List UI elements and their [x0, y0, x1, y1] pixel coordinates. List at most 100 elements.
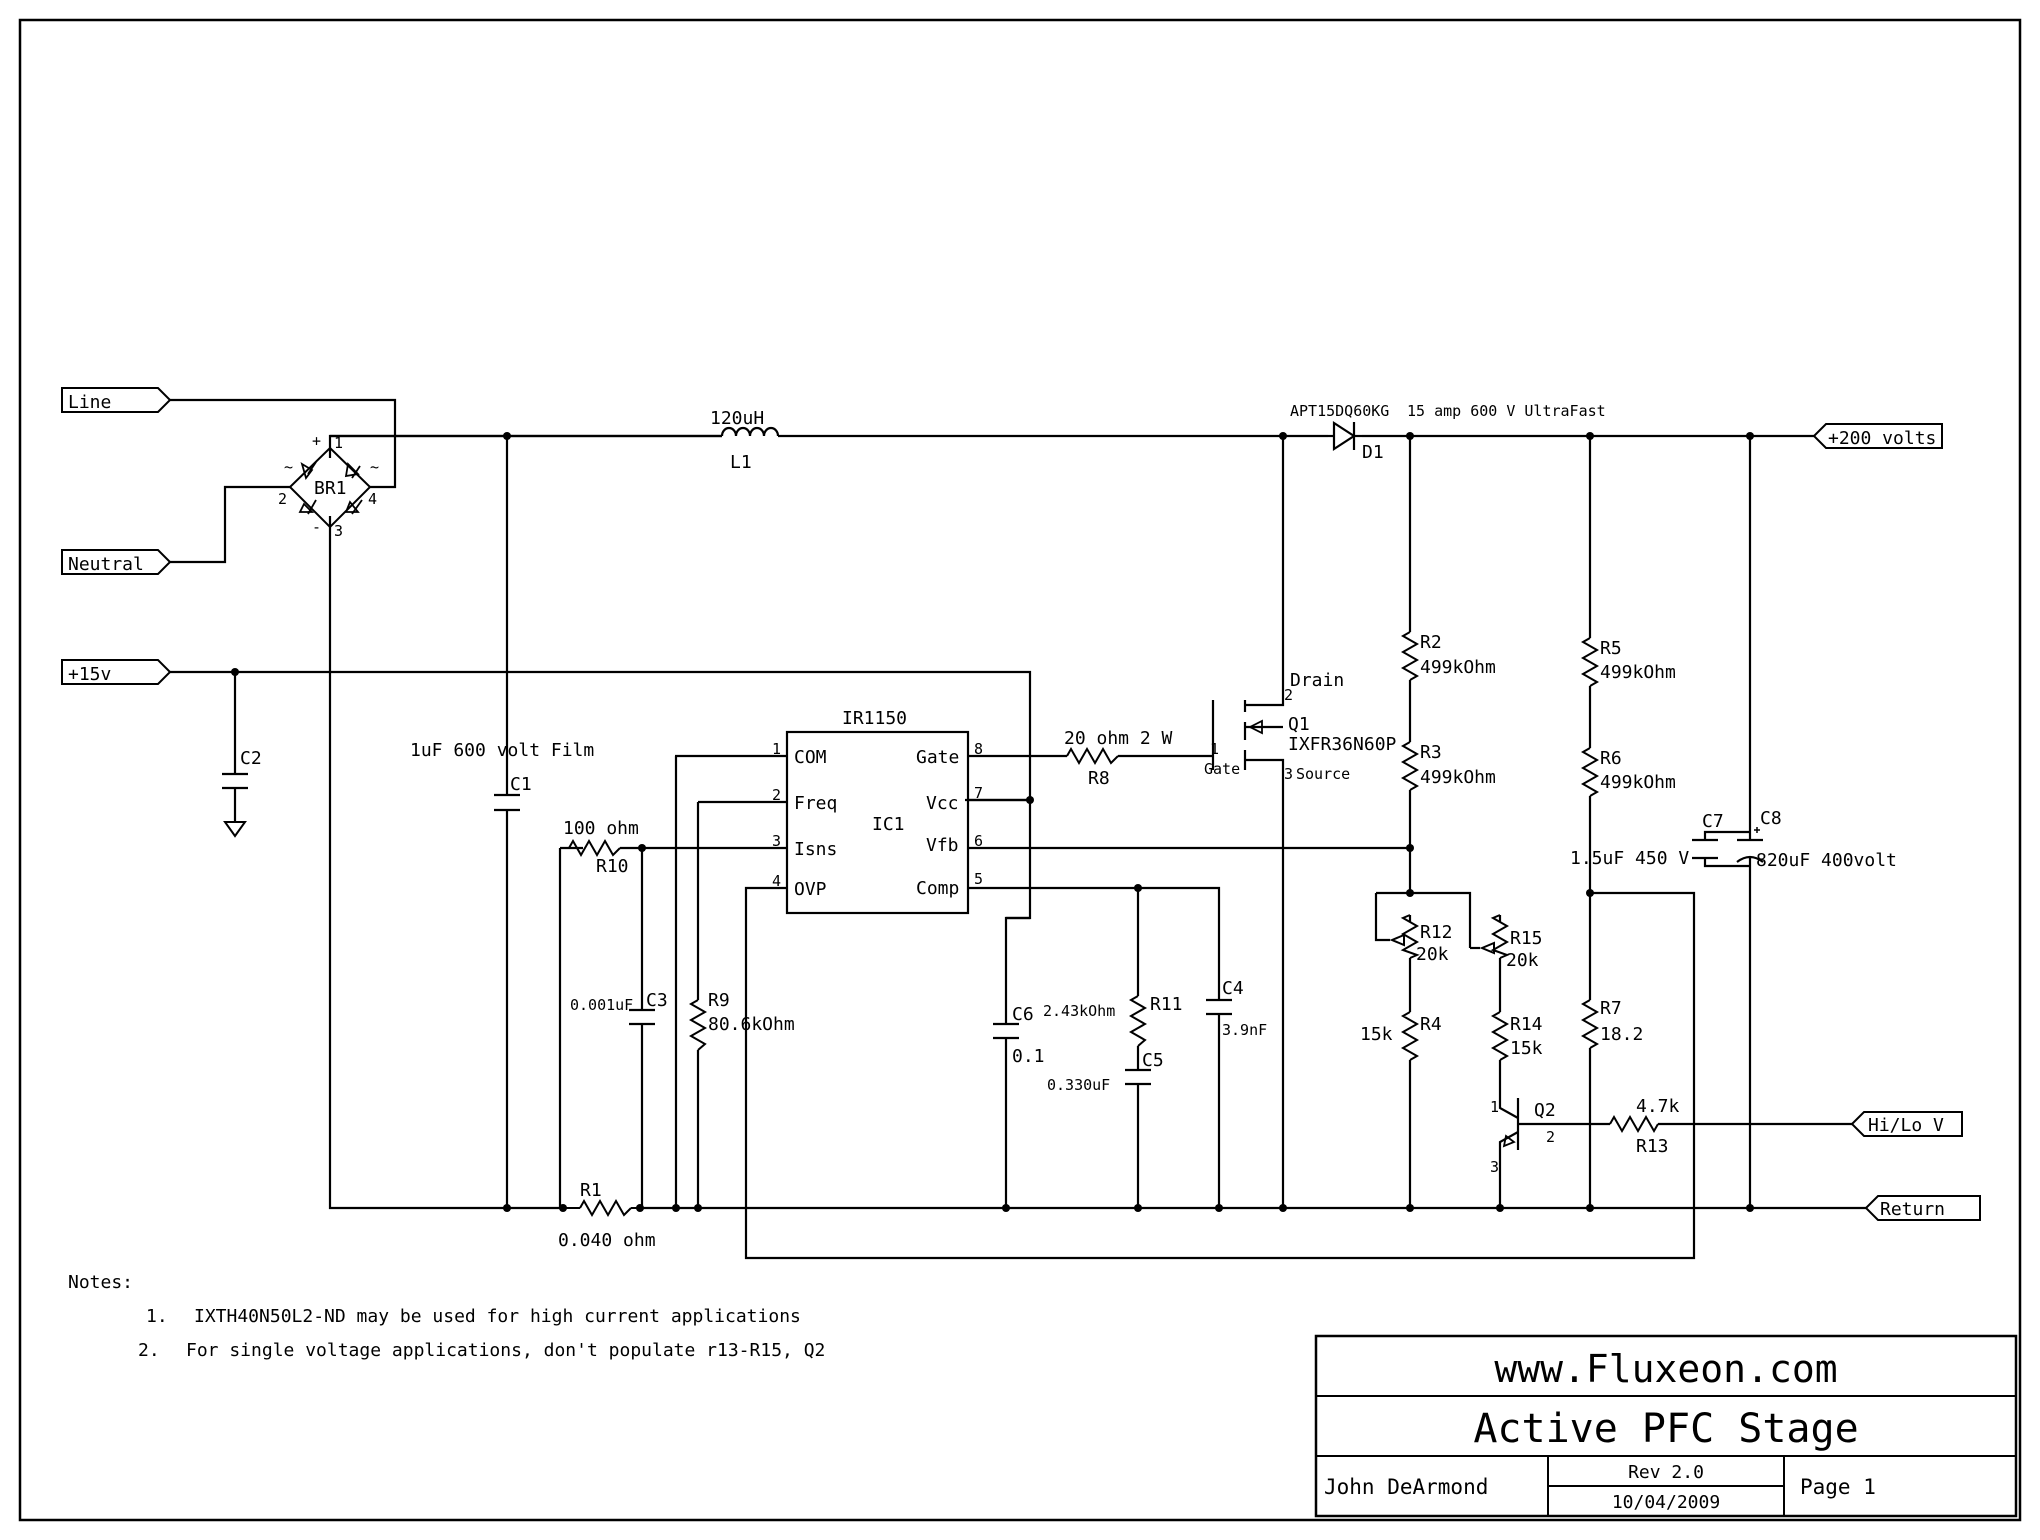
- note-1-text: IXTH40N50L2-ND may be used for high curr…: [194, 1306, 801, 1327]
- c8-ref: C8: [1760, 808, 1782, 829]
- port-plus-15v-label: +15v: [68, 664, 111, 685]
- ic-pin-num-7: 7: [974, 784, 983, 802]
- r10-value: 100 ohm: [563, 818, 639, 839]
- transistor-q2: [1502, 1134, 1516, 1148]
- port-neutral[interactable]: Neutral: [61, 549, 172, 575]
- r4-body: [1400, 1011, 1420, 1061]
- r9-body: [688, 999, 708, 1051]
- ic-pin-num-5: 5: [974, 870, 983, 888]
- r15-value: 20k: [1506, 950, 1539, 971]
- r3-body: [1400, 741, 1420, 791]
- r12-value: 20k: [1416, 944, 1449, 965]
- ic-title: IR1150: [842, 708, 907, 729]
- c3-ref: C3: [646, 990, 668, 1011]
- c1-ref: C1: [510, 774, 532, 795]
- c8-body: [1736, 838, 1764, 863]
- port-neutral-label: Neutral: [68, 554, 144, 575]
- r1-body: [579, 1198, 632, 1218]
- c7-body: [1692, 838, 1718, 860]
- ic-pin-num-3: 3: [772, 832, 781, 850]
- c7-ref: C7: [1702, 811, 1724, 832]
- port-hilo-label: Hi/Lo V: [1868, 1115, 1944, 1136]
- notes: Notes: 1. IXTH40N50L2-ND may be used for…: [68, 1272, 825, 1361]
- port-return[interactable]: Return: [1864, 1195, 1981, 1221]
- r9-ref: R9: [708, 990, 730, 1011]
- q1-drain-label: Drain: [1290, 670, 1344, 691]
- c6-ref: C6: [1012, 1004, 1034, 1025]
- c2-body: [222, 772, 248, 790]
- r4-ref: R4: [1420, 1014, 1442, 1035]
- r8-body: [1066, 746, 1119, 766]
- r10-ref: R10: [596, 856, 629, 877]
- ic-pin-name-comp: Comp: [916, 878, 959, 899]
- br1-plus: +: [312, 432, 321, 450]
- part-labels: 1uF 600 volt Film C1 C2 0.001uF C3 C4 3.…: [240, 632, 1897, 1251]
- r11-value: 2.43kOhm: [1043, 1002, 1115, 1020]
- r14-body: [1490, 1011, 1510, 1061]
- ic-pin-num-4: 4: [772, 872, 781, 890]
- q1-part: IXFR36N60P: [1288, 734, 1397, 755]
- q2-ref: Q2: [1534, 1100, 1556, 1121]
- br1-pin2: 2: [278, 490, 287, 508]
- r13-body: [1609, 1114, 1659, 1134]
- r3-value: 499kOhm: [1420, 767, 1496, 788]
- r10-body: [568, 838, 621, 858]
- q1-gate-label: Gate: [1204, 760, 1240, 778]
- r5-value: 499kOhm: [1600, 662, 1676, 683]
- br1-ac2: ~: [370, 458, 379, 476]
- mosfet-q1: Drain 2 Q1 IXFR36N60P 1 Gate 3 Source: [1204, 670, 1397, 783]
- c5-body: [1125, 1068, 1151, 1086]
- note-2-num: 2.: [138, 1340, 160, 1361]
- capacitors: [222, 772, 1764, 1086]
- c3-value: 0.001uF: [570, 996, 633, 1014]
- ic-pin-name-gate: Gate: [916, 747, 959, 768]
- r5-ref: R5: [1600, 638, 1622, 659]
- r9-value: 80.6kOhm: [708, 1014, 795, 1035]
- q1-ref: Q1: [1288, 714, 1310, 735]
- bridge-rectifier-br1: BR1 + 1 2 4 - 3 ~ ~: [278, 432, 379, 540]
- br1-ac1: ~: [284, 458, 293, 476]
- r15-ref: R15: [1510, 928, 1543, 949]
- ic-pin-name-com: COM: [794, 747, 827, 768]
- title-page: Page 1: [1800, 1475, 1876, 1499]
- r8-ref: R8: [1088, 768, 1110, 789]
- d1-ref: D1: [1362, 442, 1384, 463]
- port-return-label: Return: [1880, 1199, 1945, 1220]
- ic-pin-num-8: 8: [974, 740, 983, 758]
- c5-ref: C5: [1142, 1050, 1164, 1071]
- ic-pin-name-ovp: OVP: [794, 879, 827, 900]
- r5-body: [1580, 637, 1600, 687]
- c8-value: 820uF 400volt: [1756, 850, 1897, 871]
- ic-pin-num-6: 6: [974, 832, 983, 850]
- r6-body: [1580, 747, 1600, 797]
- r2-ref: R2: [1420, 632, 1442, 653]
- q2-pin2: 2: [1546, 1128, 1555, 1146]
- port-hilo[interactable]: Hi/Lo V: [1850, 1111, 1963, 1137]
- c4-body: [1206, 998, 1232, 1016]
- notes-title: Notes:: [68, 1272, 133, 1293]
- r15-body: [1490, 914, 1510, 959]
- br1-ref: BR1: [314, 478, 347, 499]
- port-line-label: Line: [68, 392, 111, 413]
- ic-pin-name-freq: Freq: [794, 793, 837, 814]
- r3-ref: R3: [1420, 742, 1442, 763]
- r13-value: 4.7k: [1636, 1096, 1680, 1117]
- port-line[interactable]: Line: [61, 387, 172, 413]
- r8-value: 20 ohm 2 W: [1064, 728, 1173, 749]
- ground-icon: [223, 821, 247, 838]
- br1-pin3: 3: [334, 522, 343, 540]
- ic-pin-name-isns: Isns: [794, 839, 837, 860]
- l1-ref: L1: [730, 452, 752, 473]
- title-website: www.Fluxeon.com: [1494, 1347, 1837, 1391]
- r12-ref: R12: [1420, 922, 1453, 943]
- l1-value: 120uH: [710, 408, 764, 429]
- r7-ref: R7: [1600, 998, 1622, 1019]
- title-date: 10/04/2009: [1612, 1492, 1720, 1513]
- c6-value: 0.1: [1012, 1046, 1045, 1067]
- port-plus-15v[interactable]: +15v: [61, 659, 172, 685]
- br1-pin4: 4: [368, 490, 377, 508]
- port-plus-200v[interactable]: +200 volts: [1812, 423, 1943, 449]
- q2-pin1: 1: [1490, 1098, 1499, 1116]
- resistors: [560, 631, 1659, 1218]
